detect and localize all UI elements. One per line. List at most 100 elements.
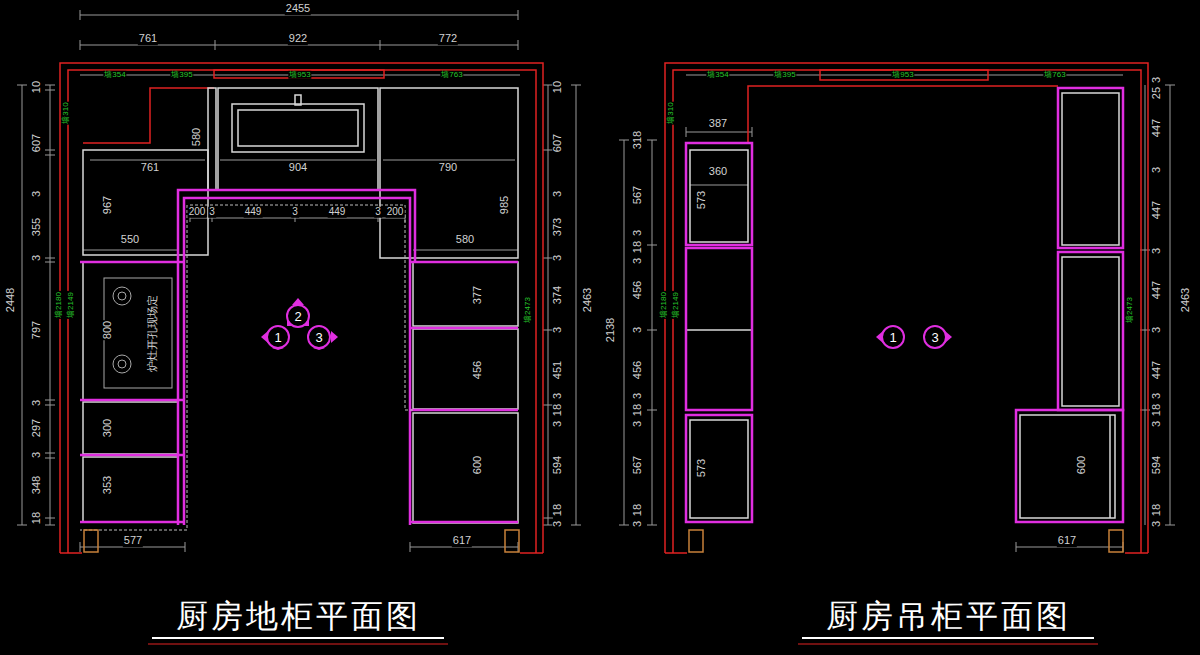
dimension-text: 3 [632,326,644,334]
dimension-text: 10 [31,80,43,94]
dimension-text: 3 [1151,420,1163,428]
cabinet-outlines [413,329,518,409]
callout-arrows [261,298,952,350]
dimension-text: 3 [31,190,43,198]
dimension-lines [80,75,1123,76]
dimension-text: 3 [552,520,564,528]
dimension-text: 790 [438,162,458,174]
dimension-text: 18 [31,511,43,525]
dimension-lines [17,10,1175,552]
dimension-text: 18 [632,503,644,517]
wall-dimension: 墙2149 [672,291,680,319]
cabinet-outlines [690,150,748,242]
cabinet-outlines [218,88,378,190]
cabinet-outlines [413,262,518,326]
dimension-text: 3 [1151,76,1163,84]
dimension-text: 3 [552,392,564,400]
cabinet-outlines [380,88,518,258]
dimension-text: 449 [244,207,263,218]
dimension-text: 456 [632,280,644,300]
dimension-text: 451 [552,360,564,380]
countertop-outline [686,248,752,410]
dimension-text: 967 [102,195,114,215]
countertop-outline [1058,252,1123,410]
dimension-text: 348 [31,475,43,495]
dimension-lines [1140,85,1175,525]
dimension-text: 580 [191,127,203,147]
stove-symbol [118,360,126,368]
callout-arrows [331,331,338,343]
wall-lines [665,63,1148,553]
cabinet-outlines [295,95,301,105]
dimension-text: 3 [632,420,644,428]
dimension-text: 3 [632,257,644,265]
dimension-lines [543,85,581,525]
dimension-text: 449 [328,207,347,218]
dimension-text: 594 [552,455,564,475]
cabinet-outlines [83,150,208,255]
dimension-text: 3 [1151,247,1163,255]
callout-circle: 3 [923,325,947,349]
dimension-text: 617 [1057,535,1077,547]
dimension-text: 800 [102,320,114,340]
dimension-text: 797 [31,320,43,340]
dimension-text: 3 [552,420,564,428]
countertop-outline [184,198,410,525]
door-frames [505,530,519,552]
title-underlines [148,644,1098,645]
dimension-text: 10 [552,80,564,94]
dimension-text: 573 [696,458,708,478]
dimension-lines [80,10,518,50]
dimension-text: 447 [1151,360,1163,380]
wall-dimension: 墙310 [667,101,675,124]
dimension-text: 3 [31,451,43,459]
dimension-text: 2463 [1180,287,1192,313]
dimension-text: 200 [386,207,405,218]
dimension-text: 353 [102,475,114,495]
stove-symbol [113,355,131,373]
dimension-text: 456 [632,360,644,380]
wall-dimension: 墙395 [170,71,193,79]
dimension-text: 18 [552,503,564,517]
dimension-text: 3 [208,207,216,218]
title-underlines [148,638,1098,644]
callout-number: 3 [315,331,322,344]
countertop-outline [1016,410,1123,522]
countertop-outline [686,143,752,245]
wall-lines [60,63,1148,553]
dimension-text: 447 [1151,200,1163,220]
dimension-text: 2138 [605,317,617,343]
dimension-text: 3 [552,254,564,262]
wall-lines [60,63,543,553]
callout-number: 1 [889,331,896,344]
dimension-text: 18 [632,403,644,417]
countertop-outline [686,415,752,522]
drawing-title: 厨房地柜平面图 [175,600,422,634]
dimension-text: 985 [499,195,511,215]
dimension-text: 3 [632,229,644,237]
wall-lines [820,70,988,80]
dimension-text: 25 [1151,86,1163,100]
cabinet-outlines [83,88,1119,523]
dimension-text: 456 [472,360,484,380]
door-frames [689,530,703,552]
cabinet-outlines [83,402,178,454]
dimension-text: 600 [472,455,484,475]
dimension-text: 377 [472,285,484,305]
dimension-text: 18 [1151,503,1163,517]
dimension-text: 607 [552,133,564,153]
dimension-text: 297 [31,418,43,438]
dimension-text: 577 [123,535,143,547]
dimension-text: 573 [696,190,708,210]
wall-dimension: 墙2473 [524,296,532,324]
wall-dimension: 墙2473 [1126,296,1134,324]
countertop-edge [80,205,187,530]
dimension-text: 772 [438,33,458,45]
cabinet-outlines [208,88,216,190]
door-frames [1109,530,1123,552]
dimension-text: 387 [708,118,728,130]
dimension-lines [619,140,657,525]
countertop-outline [1058,88,1123,248]
